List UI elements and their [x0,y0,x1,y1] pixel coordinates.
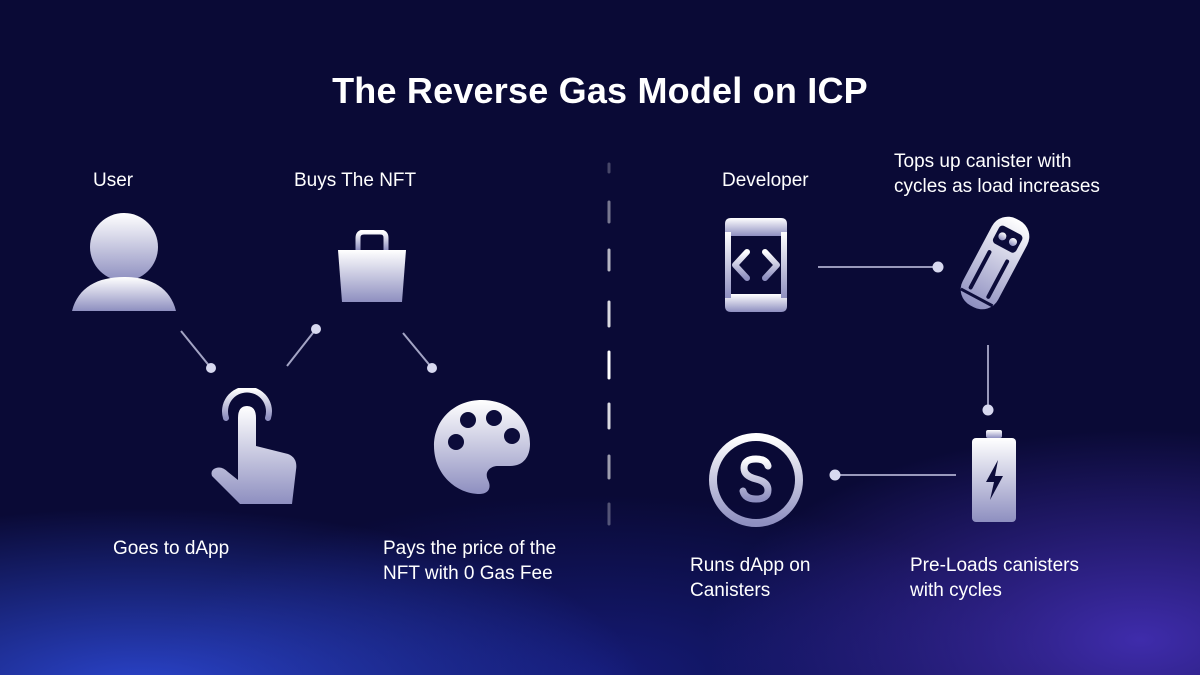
runs-dapp-label: Runs dApp on Canisters [690,555,811,601]
canister-icon [960,216,1030,310]
user-icon [72,213,176,311]
pays-price-label: Pays the price of the NFT with 0 Gas Fee [383,538,557,584]
connector-buy-to-pay [402,332,437,373]
connector-dapp-to-buy [286,324,321,367]
battery-charging-icon [972,430,1016,522]
code-device-icon [725,218,787,312]
user-label: User [93,170,134,191]
tops-up-label: Tops up canister with cycles as load inc… [894,151,1100,197]
connector-user-to-dapp [180,330,216,373]
connector-developer-to-canister [818,261,944,273]
palette-icon [434,400,530,494]
developer-label: Developer [722,170,809,191]
dollar-coin-icon [709,433,803,527]
shopping-bag-icon [338,230,406,302]
tap-icon [211,388,297,504]
connector-canister-to-battery [982,345,994,416]
preloads-label: Pre-Loads canisters with cycles [910,555,1079,601]
page-title: The Reverse Gas Model on ICP [332,70,868,111]
buys-nft-label: Buys The NFT [294,170,417,191]
connector-battery-to-dollar [829,469,956,481]
goes-to-dapp-label: Goes to dApp [113,538,230,559]
